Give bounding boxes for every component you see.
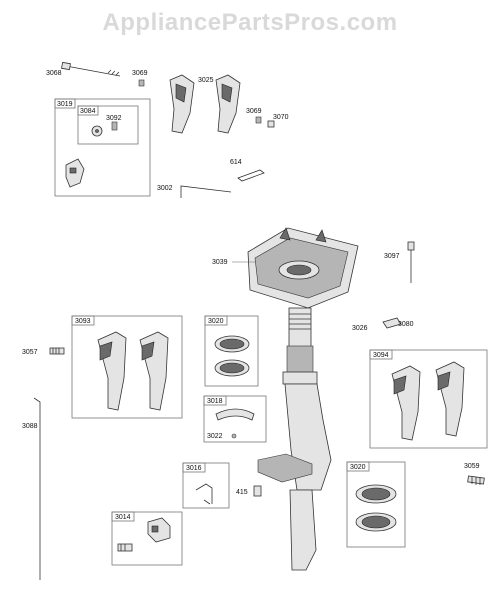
label-3069-right: 3069 xyxy=(246,108,262,115)
label-3097: 3097 xyxy=(384,253,400,260)
part-614-clip-pin xyxy=(237,169,265,182)
part-3069-nut-right xyxy=(255,116,262,124)
label-3020-top: 3020 xyxy=(208,318,224,325)
label-3068-top: 3068 xyxy=(46,70,62,77)
box-3018 xyxy=(203,395,267,443)
label-3057: 3057 xyxy=(22,349,38,356)
part-3070-washer xyxy=(267,120,275,128)
label-3026: 3026 xyxy=(352,325,368,332)
box-3016 xyxy=(182,462,230,509)
part-3057-screw xyxy=(49,347,65,355)
box-3020-bottom xyxy=(346,461,406,548)
label-415: 415 xyxy=(236,489,248,496)
label-3092: 3092 xyxy=(106,115,122,122)
label-3093: 3093 xyxy=(75,318,91,325)
label-3094: 3094 xyxy=(373,352,389,359)
part-3068-long-bolt xyxy=(61,61,121,77)
box-3093 xyxy=(71,315,183,419)
label-3059: 3059 xyxy=(464,463,480,470)
label-3088: 3088 xyxy=(22,423,38,430)
watermark-text: AppliancePartsPros.com xyxy=(102,9,397,36)
label-614: 614 xyxy=(230,159,242,166)
label-3039: 3039 xyxy=(212,259,228,266)
part-3002-hex-key xyxy=(180,185,232,198)
box-3020-top xyxy=(204,315,259,387)
part-3069-nut-top xyxy=(138,79,145,87)
label-3019: 3019 xyxy=(57,101,73,108)
part-3025-handle-brackets xyxy=(169,74,241,134)
part-3059-screw xyxy=(467,475,485,485)
box-3019 xyxy=(54,98,151,197)
label-3020-bottom: 3020 xyxy=(350,464,366,471)
label-3070: 3070 xyxy=(273,114,289,121)
box-3014 xyxy=(111,511,183,566)
label-3080: 3080 xyxy=(398,321,414,328)
box-3094 xyxy=(369,349,488,449)
label-3014: 3014 xyxy=(115,514,131,521)
label-3069-top: 3069 xyxy=(132,70,148,77)
part-415-plug xyxy=(253,485,262,497)
part-3097-bolt xyxy=(407,241,415,283)
part-3039-main-housing xyxy=(247,227,359,571)
label-3022: 3022 xyxy=(207,433,223,440)
label-3084: 3084 xyxy=(80,108,96,115)
label-3016: 3016 xyxy=(186,465,202,472)
label-3018: 3018 xyxy=(207,398,223,405)
part-3088-long-rod xyxy=(33,397,41,580)
part-3026-gasket xyxy=(382,317,402,329)
label-3002: 3002 xyxy=(157,185,173,192)
label-3025: 3025 xyxy=(198,77,214,84)
